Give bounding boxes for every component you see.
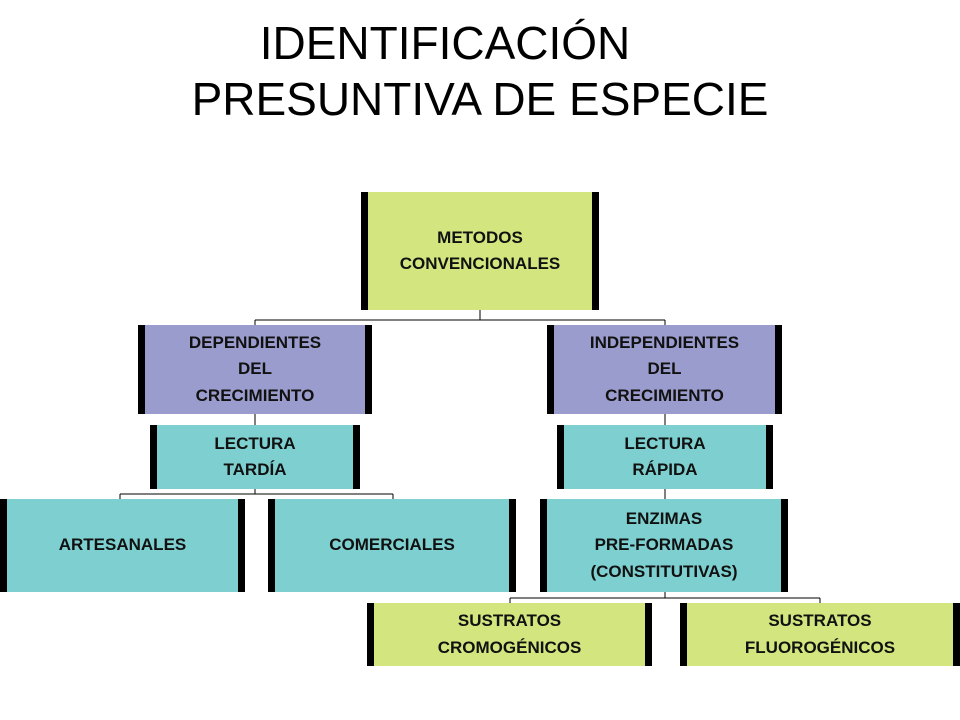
node-metodos-convencionales-label: METODOS CONVENCIONALES <box>399 227 561 273</box>
node-lectura-tardia: LECTURA TARDÍA <box>150 425 360 489</box>
node-comerciales: COMERCIALES <box>268 499 516 592</box>
node-metodos-convencionales: METODOS CONVENCIONALES <box>361 192 599 310</box>
page-title-line-2: PRESUNTIVA DE ESPECIE <box>191 73 769 125</box>
node-dependientes-del-crecimiento: DEPENDIENTES DEL CRECIMIENTO <box>138 325 372 414</box>
node-dependientes-label: DEPENDIENTES DEL CRECIMIENTO <box>188 332 322 405</box>
node-independientes-del-crecimiento: INDEPENDIENTES DEL CRECIMIENTO <box>547 325 782 414</box>
node-sustratos-cromogenicos: SUSTRATOS CROMOGÉNICOS <box>367 603 652 666</box>
node-comerciales-label: COMERCIALES <box>329 535 455 555</box>
node-artesanales: ARTESANALES <box>0 499 245 592</box>
node-sustratos-fluorogenicos-label: SUSTRATOS FLUOROGÉNICOS <box>744 611 896 657</box>
node-artesanales-label: ARTESANALES <box>58 535 187 555</box>
node-lectura-rapida-label: LECTURA RÁPIDA <box>624 433 706 479</box>
node-lectura-tardia-label: LECTURA TARDÍA <box>214 433 296 479</box>
node-independientes-label: INDEPENDIENTES DEL CRECIMIENTO <box>589 332 740 405</box>
node-enzimas-label: ENZIMAS PRE-FORMADAS (CONSTITUTIVAS) <box>590 508 738 581</box>
page-title-line-1: IDENTIFICACIÓN <box>259 17 631 69</box>
node-lectura-rapida: LECTURA RÁPIDA <box>557 425 773 489</box>
node-sustratos-cromogenicos-label: SUSTRATOS CROMOGÉNICOS <box>437 611 582 657</box>
node-enzimas-pre-formadas: ENZIMAS PRE-FORMADAS (CONSTITUTIVAS) <box>540 499 788 592</box>
node-sustratos-fluorogenicos: SUSTRATOS FLUOROGÉNICOS <box>680 603 960 666</box>
